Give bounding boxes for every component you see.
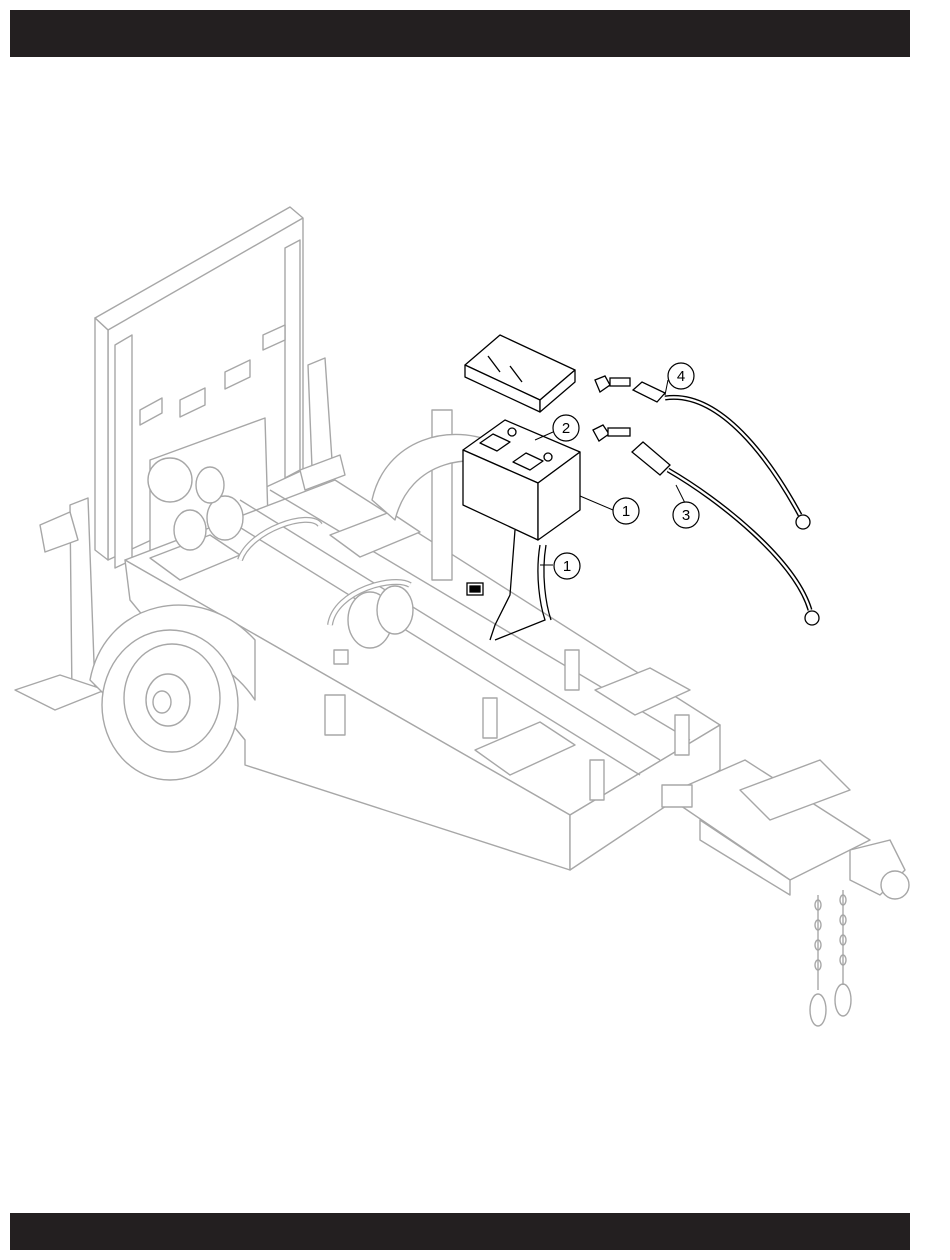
callout-1a: 1 [613, 498, 639, 524]
callout-3: 3 [673, 502, 699, 528]
negative-cable [593, 425, 819, 625]
callout-4-label: 4 [677, 368, 685, 385]
callout-3-label: 3 [682, 507, 690, 524]
callout-4: 4 [668, 363, 694, 389]
safety-chains [810, 890, 851, 1026]
wheel [102, 630, 238, 780]
battery-cover [465, 335, 575, 412]
callout-1a-label: 1 [622, 503, 630, 520]
callout-2: 2 [553, 415, 579, 441]
callout-2-label: 2 [562, 420, 570, 437]
callout-1b: 1 [554, 553, 580, 579]
callout-1b-label: 1 [563, 558, 571, 575]
